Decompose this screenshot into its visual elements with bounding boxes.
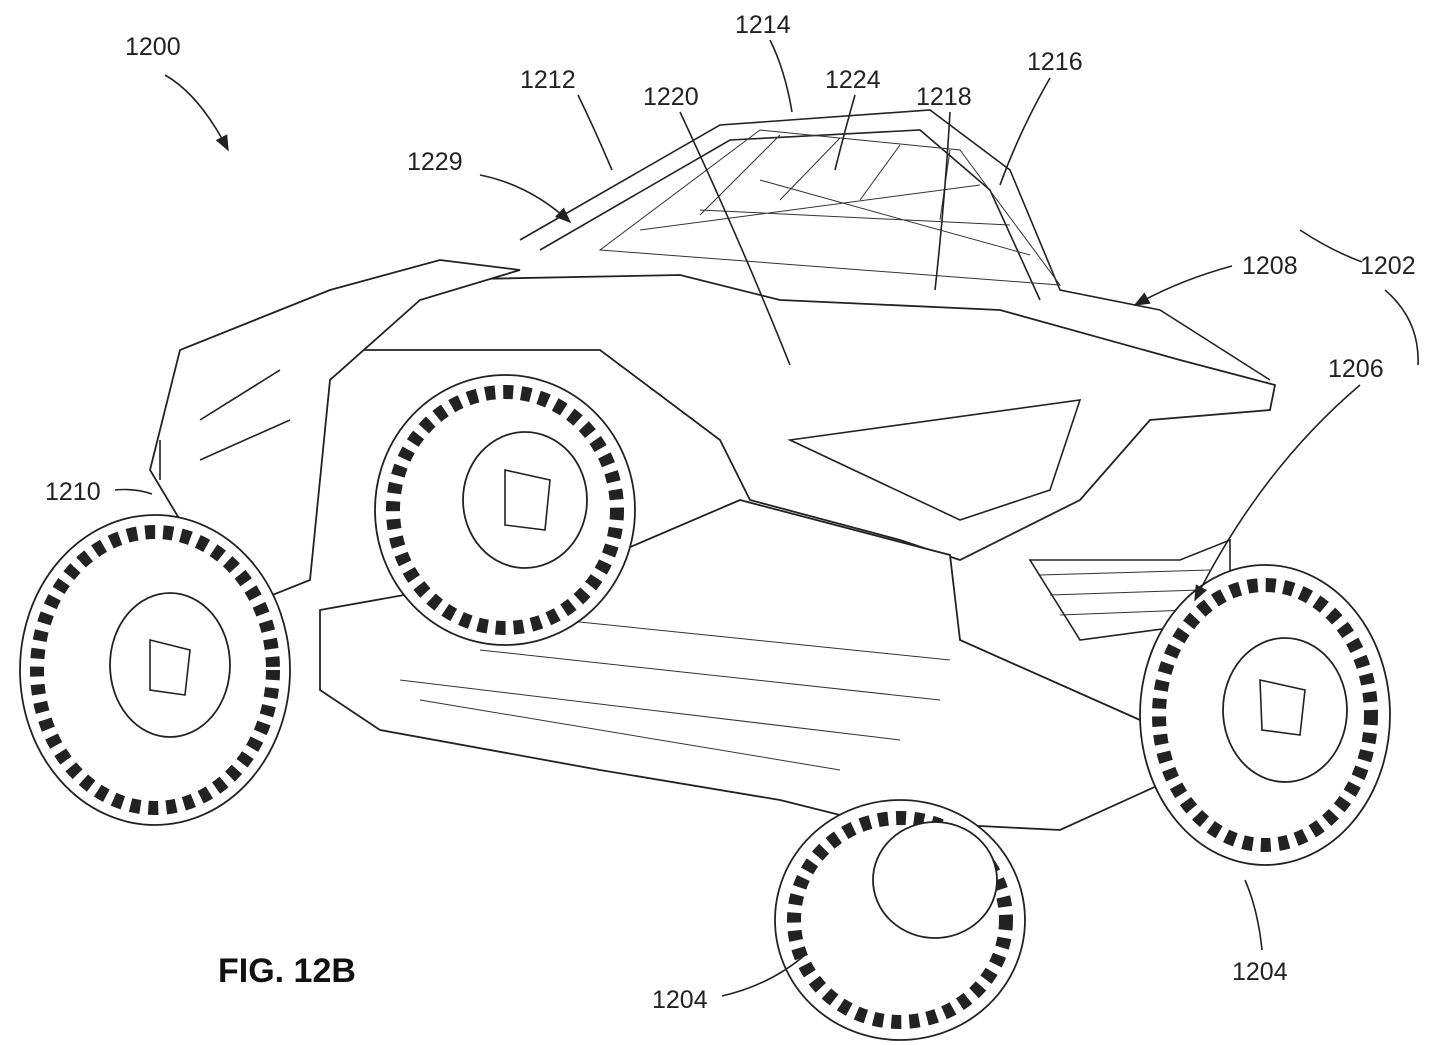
front-right-wheel: [374, 374, 636, 646]
label-1210: 1210: [45, 478, 101, 506]
rear-right-wheel: [1139, 564, 1391, 866]
label-1220: 1220: [643, 83, 699, 111]
label-1204-front: 1204: [652, 986, 708, 1014]
label-1202: 1202: [1360, 252, 1416, 280]
front-left-wheel: [19, 514, 291, 826]
label-1200: 1200: [125, 33, 181, 61]
label-1224: 1224: [825, 66, 881, 94]
leader-lines: [114, 39, 1419, 997]
label-1229: 1229: [407, 148, 463, 176]
label-1208: 1208: [1242, 252, 1298, 280]
label-1218: 1218: [916, 83, 972, 111]
rear-left-wheel: [774, 799, 1026, 1041]
label-1206: 1206: [1328, 355, 1384, 383]
label-1214: 1214: [735, 11, 791, 39]
label-1216: 1216: [1027, 48, 1083, 76]
figure-title: FIG. 12B: [218, 952, 356, 990]
safety-net: [598, 129, 1062, 286]
vehicle-illustration: [19, 109, 1391, 1041]
label-1204-rear: 1204: [1232, 958, 1288, 986]
label-1212: 1212: [520, 66, 576, 94]
